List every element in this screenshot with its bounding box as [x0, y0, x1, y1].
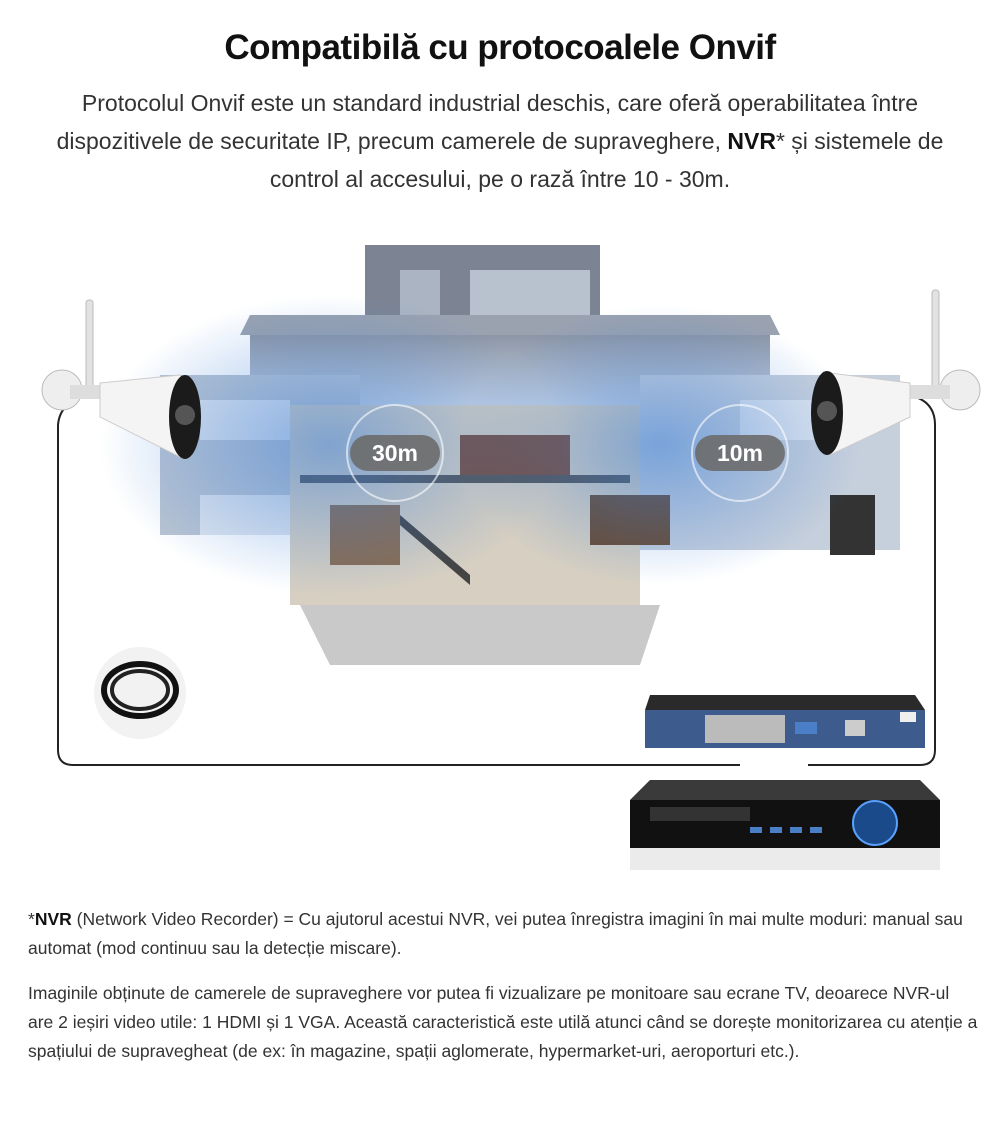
onvif-illustration: 30m 10m [41, 245, 981, 870]
video-outputs-text: Imaginile obținute de camerele de suprav… [28, 983, 978, 1061]
svg-text:30m: 30m [372, 440, 418, 466]
page-title: Compatibilă cu protocoalele Onvif [224, 28, 776, 67]
nvr-front-panel [630, 780, 940, 870]
range-badge-30m: 30m [346, 404, 444, 502]
nvr-definition: *NVR (Network Video Recorder) = Cu ajuto… [28, 909, 963, 958]
cable-coil-icon [94, 647, 186, 739]
camera-right-icon [811, 289, 981, 456]
nvr-bold: NVR [727, 128, 776, 154]
range-badge-10m: 10m [691, 404, 789, 502]
nvr-rear-panel [645, 695, 925, 748]
notes-section: *NVR (Network Video Recorder) = Cu ajuto… [28, 905, 978, 1082]
cable-right [808, 394, 936, 766]
svg-text:10m: 10m [717, 440, 763, 466]
camera-left-icon [41, 299, 201, 459]
intro-text: Protocolul Onvif este un standard indust… [56, 90, 944, 192]
